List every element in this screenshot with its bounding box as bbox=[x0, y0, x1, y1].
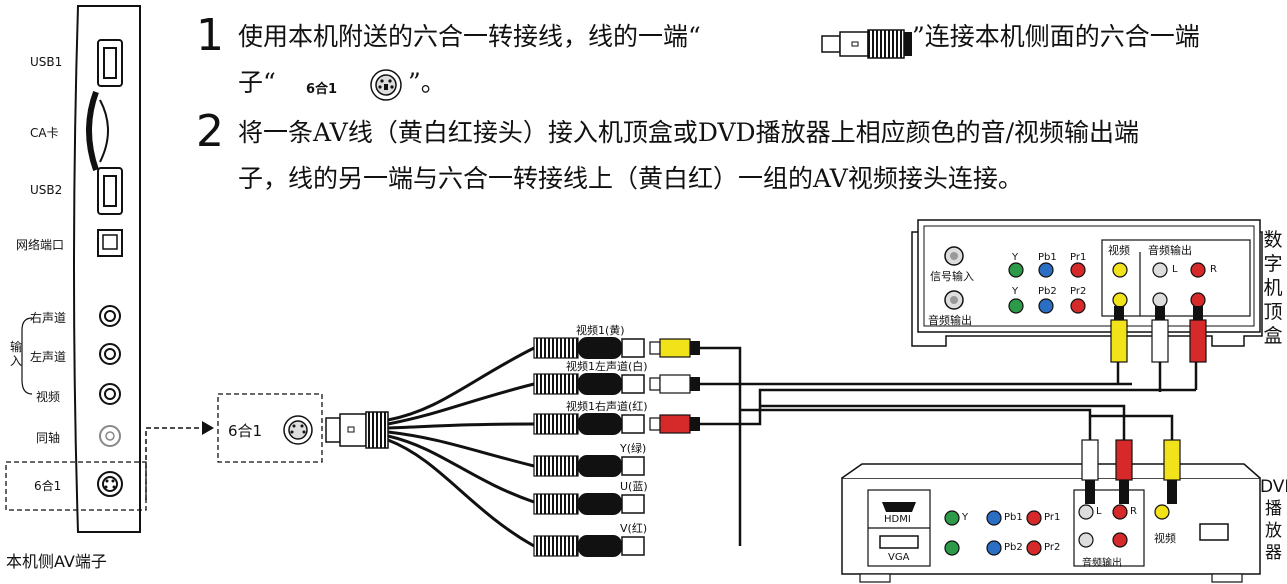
dvd-pb1: Pb1 bbox=[1004, 512, 1023, 523]
connector-label-u: U(蓝) bbox=[620, 480, 648, 493]
dvd-video: 视频 bbox=[1154, 532, 1176, 545]
step-1-line-2b: ”。 bbox=[408, 68, 446, 97]
step-1-number: 1 bbox=[196, 10, 224, 61]
av-plug-red-left bbox=[649, 414, 700, 434]
six-in-one-port-icon bbox=[370, 69, 402, 101]
stb-plugs bbox=[1110, 306, 1207, 363]
stb-pr1: Pr1 bbox=[1070, 252, 1087, 263]
adapter-plug-icon bbox=[821, 29, 912, 59]
label-right-channel: 右声道 bbox=[30, 311, 67, 325]
step-2-line-1: 将一条AV线（黄白红接头）接入机顶盒或DVD播放器上相应颜色的音/视频输出端 bbox=[238, 118, 1139, 147]
adapter-connector-left-audio bbox=[533, 373, 645, 395]
label-network: 网络端口 bbox=[16, 238, 65, 252]
label-usb2: USB2 bbox=[30, 183, 63, 197]
stb-pr2: Pr2 bbox=[1070, 286, 1087, 297]
dvd-y: Y bbox=[962, 512, 969, 523]
av-cable-wires bbox=[700, 346, 1198, 546]
stb-signal-in: 信号输入 bbox=[930, 270, 974, 283]
dvd-plugs bbox=[1081, 439, 1181, 504]
dvd-pr2: Pr2 bbox=[1044, 542, 1061, 553]
dvd-audio-out: 音频输出 bbox=[1082, 558, 1122, 569]
adapter-cable bbox=[217, 346, 535, 548]
step-2-number: 2 bbox=[196, 106, 224, 157]
stb-y2: Y bbox=[1012, 286, 1019, 297]
label-six-in-one: 6合1 bbox=[34, 479, 62, 493]
dvd-r: R bbox=[1130, 506, 1137, 517]
av-plug-yellow-left bbox=[649, 338, 700, 358]
adapter-label: 6合1 bbox=[228, 422, 263, 440]
stb-pb1: Pb1 bbox=[1038, 252, 1057, 263]
stb-r-1: R bbox=[1210, 264, 1217, 275]
dvd-pr1: Pr1 bbox=[1044, 512, 1061, 523]
dvd-player bbox=[841, 463, 1261, 583]
set-top-box bbox=[911, 219, 1263, 347]
label-coax: 同轴 bbox=[36, 431, 61, 445]
stb-audio-out: 音频输出 bbox=[928, 314, 972, 327]
label-video: 视频 bbox=[36, 390, 61, 404]
side-panel bbox=[5, 5, 147, 533]
step-1-line-1b: ”连接本机侧面的六合一端 bbox=[912, 22, 1200, 51]
adapter-connector-v bbox=[533, 535, 645, 557]
dvd-pb2: Pb2 bbox=[1004, 542, 1023, 553]
adapter-connector-video bbox=[533, 337, 645, 359]
stb-pb2: Pb2 bbox=[1038, 286, 1057, 297]
label-left-channel: 左声道 bbox=[30, 350, 67, 364]
label-ca-card: CA卡 bbox=[30, 126, 59, 140]
adapter-connector-u bbox=[533, 493, 645, 515]
connector-label-right-audio: 视频1右声道(红) bbox=[566, 400, 648, 413]
connector-label-y: Y(绿) bbox=[620, 442, 647, 455]
connector-label-video: 视频1(黄) bbox=[576, 324, 625, 337]
step-1-line-1a: 使用本机附送的六合一转接线，线的一端“ bbox=[238, 22, 701, 51]
adapter-connector-right-audio bbox=[533, 413, 645, 435]
step-2-line-2: 子，线的另一端与六合一转接线上（黄白红）一组的AV视频接头连接。 bbox=[238, 164, 1023, 193]
step-1-port-label: 6合1 bbox=[306, 82, 338, 97]
connector-label-v: V(红) bbox=[620, 522, 648, 535]
step-1-line-2a: 子“ bbox=[238, 68, 276, 97]
dvd-vga: VGA bbox=[888, 552, 910, 563]
connector-label-left-audio: 视频1左声道(白) bbox=[566, 360, 648, 373]
stb-audio-out-header: 音频输出 bbox=[1148, 244, 1192, 257]
adapter-connector-y bbox=[533, 455, 645, 477]
dvd-title: DVD播放器 bbox=[1260, 477, 1287, 563]
label-usb1: USB1 bbox=[30, 55, 63, 69]
stb-y1: Y bbox=[1012, 252, 1019, 263]
stb-video-header: 视频 bbox=[1108, 244, 1130, 257]
av-plug-white-left bbox=[649, 374, 700, 394]
dvd-l: L bbox=[1096, 506, 1102, 517]
dvd-hdmi: HDMI bbox=[884, 514, 911, 525]
stb-l-1: L bbox=[1172, 264, 1178, 275]
label-input: 输入 bbox=[10, 340, 23, 368]
side-panel-caption: 本机侧AV端子 bbox=[6, 552, 107, 571]
set-top-box-title: 数字机顶盒 bbox=[1263, 229, 1283, 347]
dashed-arrow bbox=[145, 421, 214, 500]
